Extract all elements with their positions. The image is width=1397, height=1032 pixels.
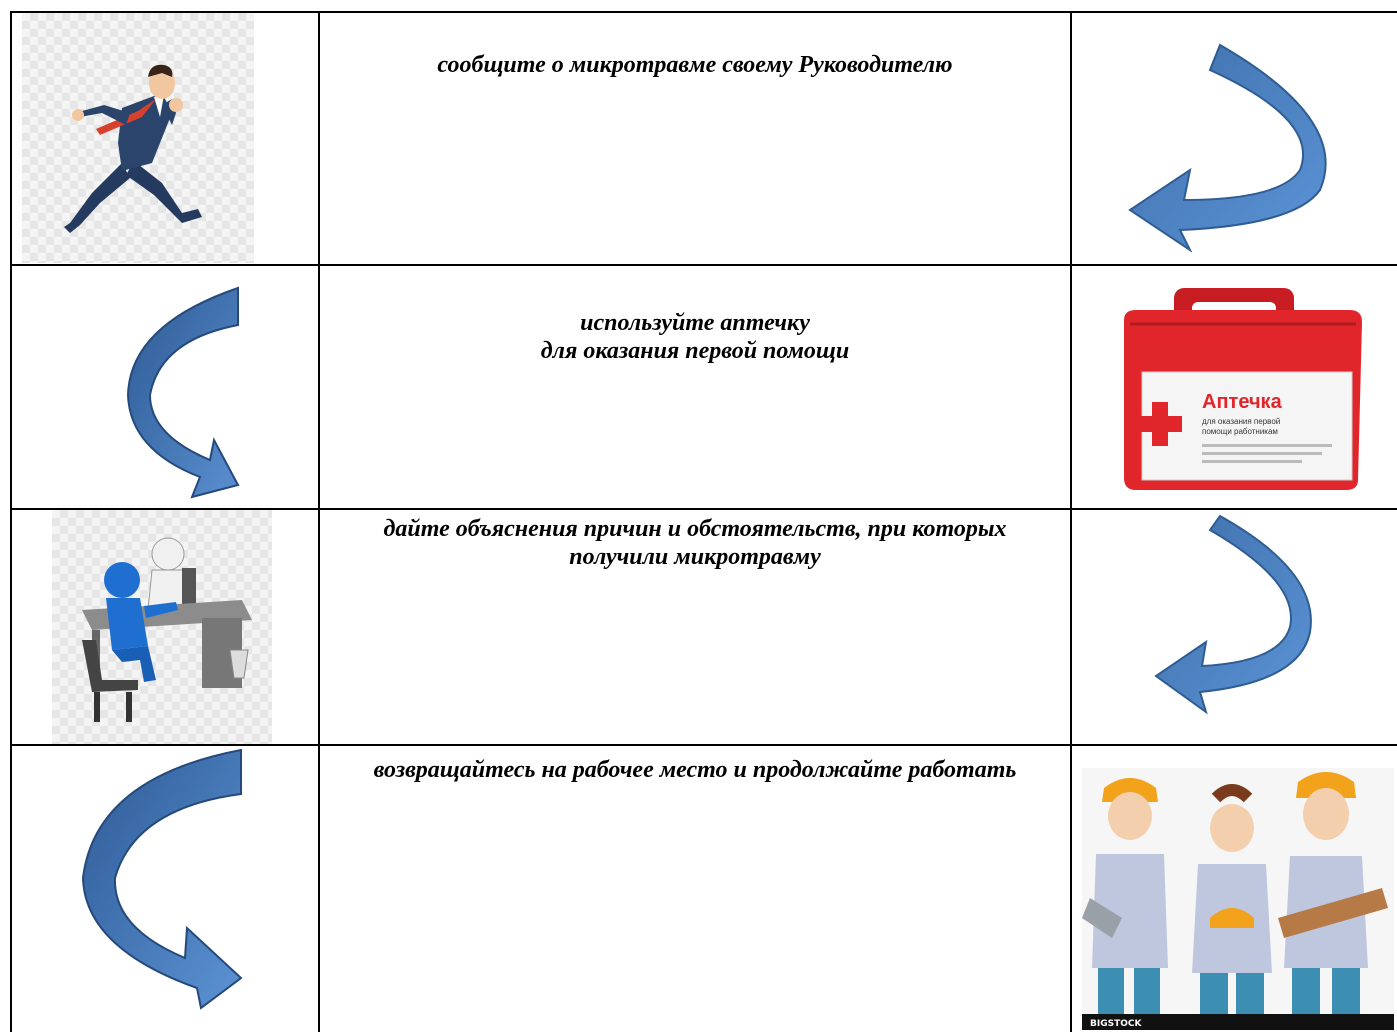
table-row-divider-1 (10, 264, 1397, 266)
kit-title: Аптечка (1202, 391, 1283, 413)
step-1-text: сообщите о микротравме своему Руководите… (437, 52, 953, 78)
running-businessman-illustration (22, 13, 254, 263)
first-aid-kit-illustration: Аптечка для оказания первой помощи работ… (1112, 280, 1372, 502)
curved-arrow-icon (75, 748, 245, 1010)
table-column-divider-2 (1070, 11, 1072, 1032)
table-border-left (10, 11, 12, 1032)
table-border-top (10, 11, 1397, 13)
meeting-at-desk-illustration (52, 510, 272, 744)
watermark-text: BIGSTOCK (1090, 1019, 1142, 1029)
step-2-text-line: для оказания первой помощи (540, 338, 850, 364)
step-3-text: дайте объяснения причин и обстоятельств,… (383, 516, 1007, 570)
table-row-divider-2 (10, 508, 1397, 510)
table-row-divider-3 (10, 744, 1397, 746)
kit-subtitle-line-1: для оказания первой (1202, 417, 1280, 426)
curved-arrow-icon (1150, 512, 1325, 717)
step-2-text: используйте аптечку для оказания первой … (320, 309, 1070, 365)
step-2-text-line: используйте аптечку (580, 310, 810, 336)
curved-arrow-icon (1120, 40, 1350, 252)
step-4-text: возвращайтесь на рабочее место и продолж… (373, 757, 1017, 783)
kit-subtitle-line-2: помощи работникам (1202, 427, 1278, 436)
workers-in-hardhats-illustration: BIGSTOCK (1082, 768, 1394, 1030)
curved-arrow-icon (120, 285, 250, 500)
table-column-divider-1 (318, 11, 320, 1032)
